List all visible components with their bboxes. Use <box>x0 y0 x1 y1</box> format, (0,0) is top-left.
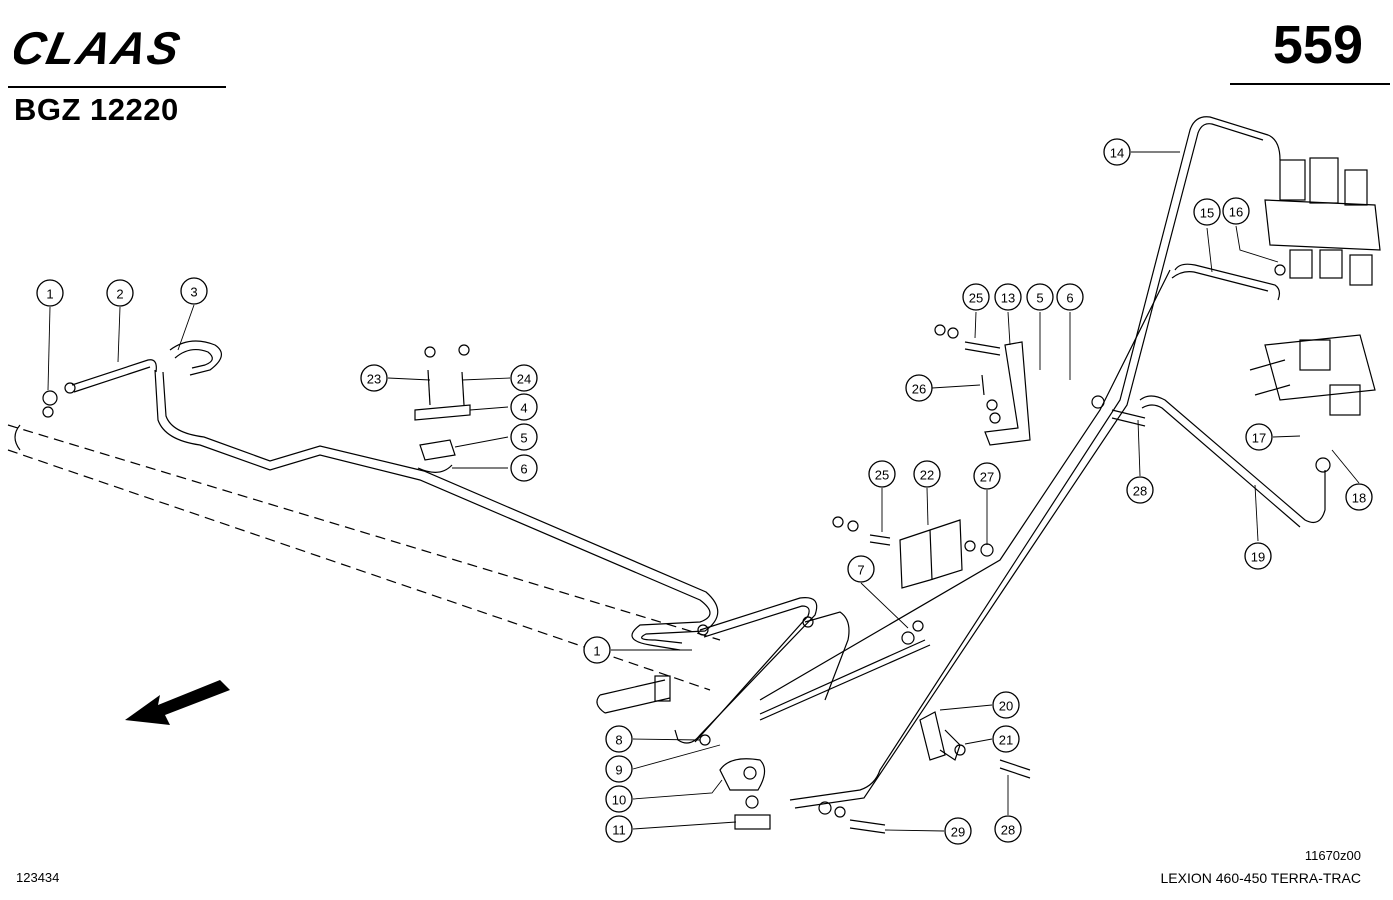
svg-text:4: 4 <box>520 401 527 416</box>
callout-3: 3 <box>180 277 208 305</box>
callout-27: 27 <box>973 462 1001 490</box>
svg-text:15: 15 <box>1200 206 1214 221</box>
callout-28: 28 <box>1126 476 1154 504</box>
rear-axle-beam <box>7 424 721 691</box>
axle-end-left <box>14 424 21 451</box>
callout-2: 2 <box>106 279 134 307</box>
svg-text:13: 13 <box>1001 291 1015 306</box>
svg-text:5: 5 <box>520 431 527 446</box>
callout-10: 10 <box>605 785 633 813</box>
callout-15: 15 <box>1193 198 1221 226</box>
valve-block-secondary <box>1249 334 1376 416</box>
callout-6: 6 <box>1056 283 1084 311</box>
callout-13: 13 <box>994 283 1022 311</box>
callout-25: 25 <box>962 283 990 311</box>
callout-1: 1 <box>583 636 611 664</box>
pipe-8 <box>674 597 818 746</box>
pipe-7 <box>759 611 931 721</box>
bracket-22 <box>899 519 963 589</box>
header-rule-right <box>1230 83 1390 85</box>
pipe-2 <box>42 359 157 418</box>
svg-text:3: 3 <box>190 285 197 300</box>
callout-25: 25 <box>868 460 896 488</box>
tee-fitting-10 <box>719 758 766 791</box>
callout-7: 7 <box>847 555 875 583</box>
svg-text:23: 23 <box>367 372 381 387</box>
callout-8: 8 <box>605 725 633 753</box>
svg-text:2: 2 <box>116 287 123 302</box>
svg-text:6: 6 <box>1066 291 1073 306</box>
callout-9: 9 <box>605 755 633 783</box>
control-valve-block <box>1264 157 1381 286</box>
svg-text:6: 6 <box>520 462 527 477</box>
callout-19: 19 <box>1244 542 1272 570</box>
leader-lines <box>47 151 1360 832</box>
svg-text:25: 25 <box>969 291 983 306</box>
pipe-3 <box>154 340 719 651</box>
svg-text:21: 21 <box>999 733 1013 748</box>
svg-text:9: 9 <box>615 763 622 778</box>
svg-text:19: 19 <box>1251 550 1265 565</box>
callout-14: 14 <box>1103 138 1131 166</box>
callout-11: 11 <box>605 815 633 843</box>
direction-arrow-icon <box>125 680 230 725</box>
svg-text:10: 10 <box>612 793 626 808</box>
pipe-14 <box>759 116 1281 809</box>
pipe-19 <box>1139 395 1331 528</box>
clamp-4-5-6 <box>414 344 471 473</box>
callout-16: 16 <box>1222 197 1250 225</box>
callout-4: 4 <box>510 393 538 421</box>
header-rule-left <box>8 86 226 88</box>
footer-left-code: 123434 <box>16 870 60 885</box>
svg-text:29: 29 <box>951 825 965 840</box>
bracket-13 <box>984 341 1031 446</box>
callout-1: 1 <box>36 279 64 307</box>
svg-text:20: 20 <box>999 699 1013 714</box>
fitting-11 <box>734 795 771 830</box>
clamp-20-21 <box>919 711 961 761</box>
callout-5: 5 <box>510 423 538 451</box>
svg-text:25: 25 <box>875 468 889 483</box>
callout-24: 24 <box>510 364 538 392</box>
svg-text:11: 11 <box>612 823 626 838</box>
cylinder-center <box>596 675 671 714</box>
figure-reference: 11670z00 <box>1304 848 1361 863</box>
svg-text:1: 1 <box>46 287 53 302</box>
bolts <box>818 264 1286 834</box>
svg-text:26: 26 <box>912 382 926 397</box>
svg-text:7: 7 <box>857 563 864 578</box>
callout-23: 23 <box>360 364 388 392</box>
svg-text:CLAAS: CLAAS <box>14 22 186 72</box>
svg-text:1: 1 <box>593 644 600 659</box>
part-number: BGZ 12220 <box>14 92 179 127</box>
svg-text:8: 8 <box>615 733 622 748</box>
svg-text:16: 16 <box>1229 205 1243 220</box>
callout-6: 6 <box>510 454 538 482</box>
svg-text:18: 18 <box>1352 491 1366 506</box>
callout-18: 18 <box>1345 483 1373 511</box>
svg-text:28: 28 <box>1001 823 1015 838</box>
machine-model: LEXION 460-450 TERRA-TRAC <box>1160 870 1361 886</box>
svg-text:22: 22 <box>920 468 934 483</box>
svg-text:17: 17 <box>1252 431 1266 446</box>
callout-20: 20 <box>992 691 1020 719</box>
callout-26: 26 <box>905 374 933 402</box>
callout-28: 28 <box>994 815 1022 843</box>
callout-17: 17 <box>1245 423 1273 451</box>
callout-29: 29 <box>944 817 972 845</box>
callout-22: 22 <box>913 460 941 488</box>
page-number: 559 <box>1272 15 1363 75</box>
svg-text:24: 24 <box>517 372 531 387</box>
callout-21: 21 <box>992 725 1020 753</box>
svg-text:28: 28 <box>1133 484 1147 499</box>
svg-text:14: 14 <box>1110 146 1124 161</box>
svg-text:27: 27 <box>980 470 994 485</box>
svg-text:5: 5 <box>1036 291 1043 306</box>
pipe-15 <box>1171 263 1281 301</box>
callout-5: 5 <box>1026 283 1054 311</box>
claas-logo: CLAAS <box>14 22 186 72</box>
